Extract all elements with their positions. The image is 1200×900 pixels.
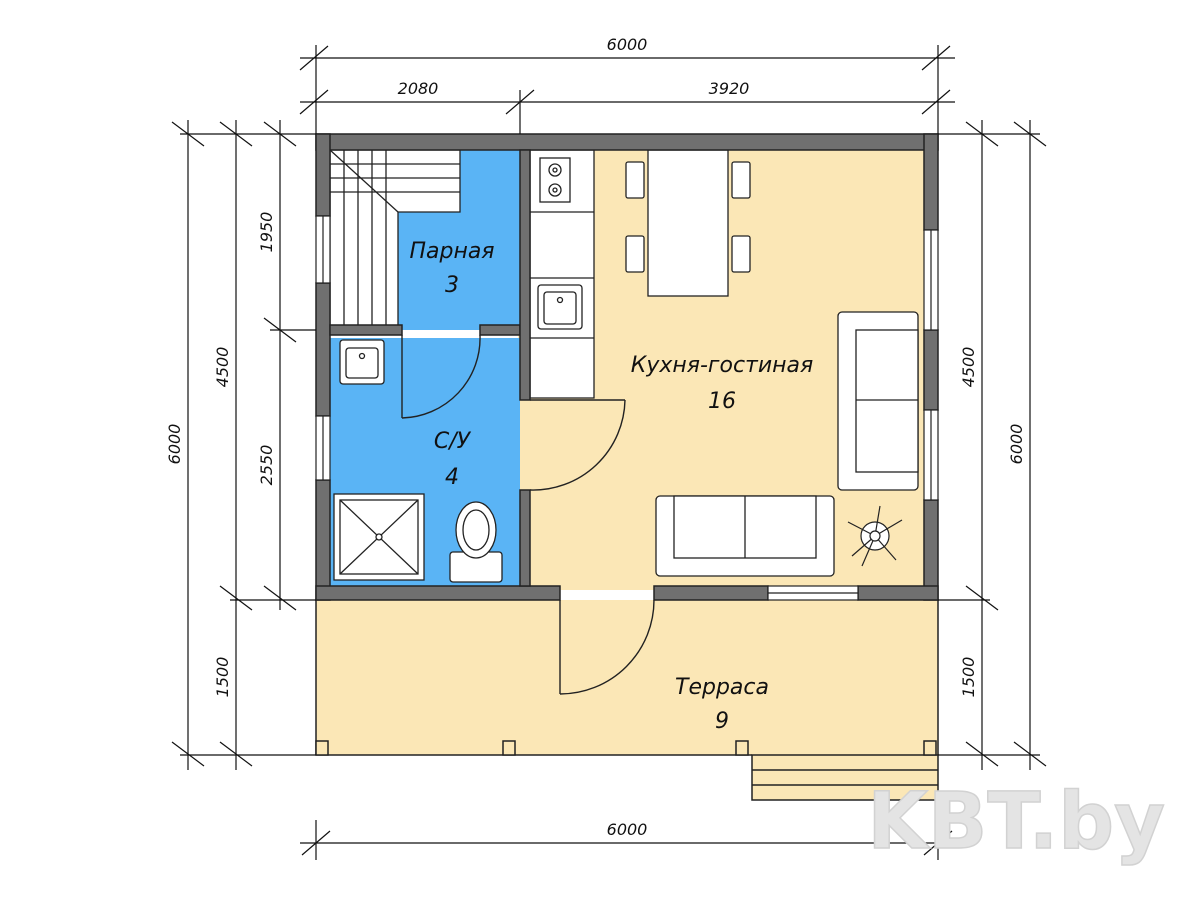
watermark-logo: KBT.by [867, 777, 1165, 867]
room-bath-area: 4 [445, 465, 459, 490]
room-kitchen-name: Кухня-гостиная [631, 353, 814, 378]
dim-top-right: 3920 [709, 79, 750, 98]
dining-table-icon [625, 149, 751, 297]
dim-left-upper: 1950 [257, 212, 276, 253]
door-swing-icon [401, 334, 655, 695]
dim-left-terrace: 1500 [213, 657, 232, 698]
dim-left-outer: 6000 [165, 424, 184, 465]
shower-icon [333, 493, 425, 581]
dim-top-left: 2080 [398, 79, 439, 98]
room-steam-name: Парная [409, 239, 494, 264]
kitchen-counter [529, 149, 595, 399]
terrace-posts [315, 740, 937, 756]
dim-left-lower: 2550 [257, 445, 276, 486]
dimension-lines [171, 45, 1047, 860]
sink-icon [537, 284, 583, 330]
terrace-steps [751, 754, 939, 801]
dim-right-outer: 6000 [1007, 424, 1026, 465]
dim-bottom-total: 6000 [607, 820, 648, 839]
terrace-outline [315, 600, 939, 756]
room-terrace-name: Терраса [675, 675, 769, 700]
plant-icon [847, 505, 903, 567]
armchair-icon [655, 495, 835, 577]
floor-terrace [316, 600, 938, 755]
room-steam-area: 3 [445, 273, 459, 298]
room-bath-name: С/У [434, 429, 472, 454]
room-terrace-area: 9 [715, 709, 729, 734]
stove-icon [539, 157, 571, 203]
dim-top-total: 6000 [607, 35, 648, 54]
dim-left-main: 4500 [213, 347, 232, 388]
windows [315, 215, 939, 601]
bathroom-sink-icon [339, 339, 385, 385]
toilet-icon [449, 501, 503, 583]
room-kitchen-area: 16 [708, 389, 736, 414]
sofa-icon [837, 311, 919, 491]
dim-right-terrace: 1500 [959, 657, 978, 698]
dim-right-main: 4500 [959, 347, 978, 388]
